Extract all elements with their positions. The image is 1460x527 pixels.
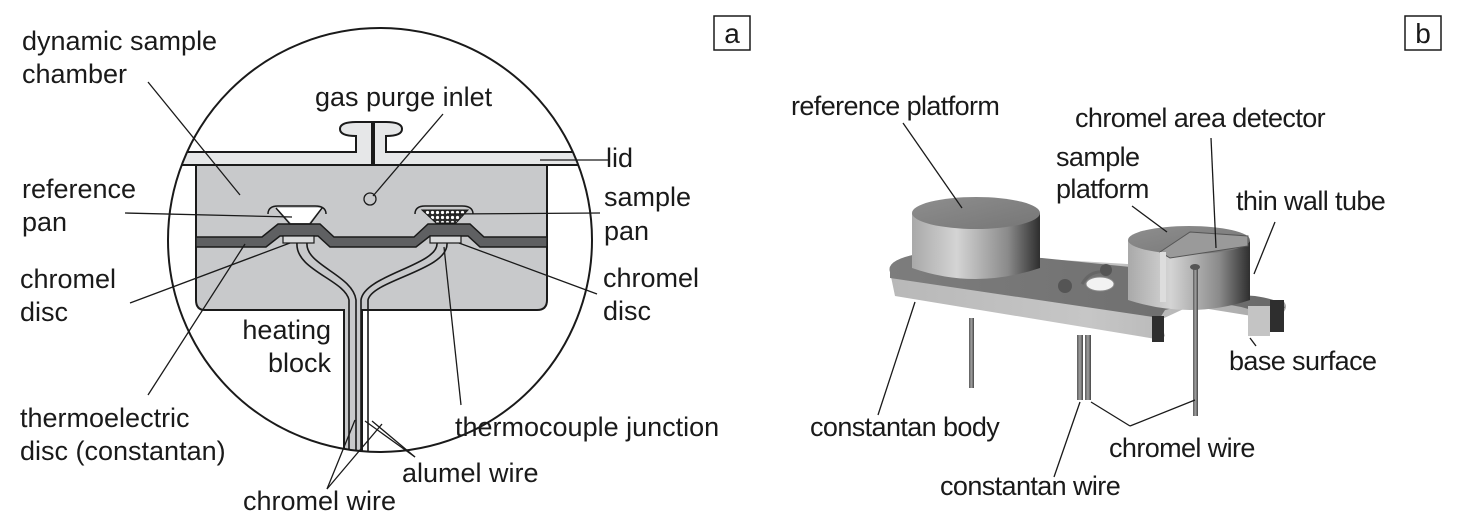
panel-a-letter: a xyxy=(724,18,740,49)
label-sample-platform-1: sample xyxy=(1056,142,1139,172)
label-chromel-disc-right-1: chromel xyxy=(603,263,699,293)
label-constantan-wire: constantan wire xyxy=(940,471,1120,501)
label-chromel-disc-left-1: chromel xyxy=(20,264,116,294)
label-thermoelectric-disc-2: disc (constantan) xyxy=(20,436,226,466)
label-chromel-disc-left-2: disc xyxy=(20,297,68,327)
label-alumel-wire: alumel wire xyxy=(402,458,539,488)
label-chromel-wire-a: chromel wire xyxy=(243,486,396,516)
chromel-area-detector xyxy=(1159,231,1249,259)
label-sample-pan-1: sample xyxy=(604,182,691,212)
lid-right xyxy=(373,121,592,166)
label-thermoelectric-disc-1: thermoelectric xyxy=(20,403,190,433)
label-dynamic-sample-chamber-1: dynamic sample xyxy=(22,26,217,56)
panel-b-letter: b xyxy=(1415,18,1431,49)
chromel-wire-3d xyxy=(1190,264,1200,416)
panel-b: b xyxy=(791,15,1442,501)
gas-purge-inlet-port xyxy=(363,192,377,206)
label-chromel-area-detector: chromel area detector xyxy=(1075,103,1326,133)
label-dynamic-sample-chamber-2: chamber xyxy=(22,59,127,89)
label-heating-block-1: heating xyxy=(242,315,331,345)
label-chromel-disc-right-2: disc xyxy=(603,296,651,326)
magnified-view-circle xyxy=(167,27,593,453)
leader-lines-b xyxy=(877,122,1276,478)
label-heating-block-2: block xyxy=(268,348,332,378)
sample-pan xyxy=(414,205,474,215)
sample-material xyxy=(420,209,470,224)
label-thin-wall-tube: thin wall tube xyxy=(1236,186,1385,216)
label-base-surface: base surface xyxy=(1229,346,1376,376)
dsc-cross-section xyxy=(168,121,592,452)
label-chromel-wire-b: chromel wire xyxy=(1109,433,1255,463)
chromel-disc-left xyxy=(282,235,315,244)
lid xyxy=(168,121,373,166)
reference-platform xyxy=(912,197,1040,279)
label-lid: lid xyxy=(606,143,633,173)
panel-a: a dynamic sample chamber gas purge inlet… xyxy=(20,15,751,516)
chromel-disc-right xyxy=(429,235,462,244)
panel-b-label-box xyxy=(1404,15,1442,51)
label-reference-pan-1: reference xyxy=(22,174,136,204)
panel-a-label-box xyxy=(713,15,751,51)
label-gas-purge-inlet: gas purge inlet xyxy=(315,82,493,112)
label-sample-pan-2: pan xyxy=(604,216,649,246)
label-sample-platform-2: platform xyxy=(1056,174,1149,204)
label-thermocouple-junction: thermocouple junction xyxy=(455,412,719,442)
sample-platform xyxy=(1128,226,1250,310)
label-reference-pan-2: pan xyxy=(22,207,67,237)
label-constantan-body: constantan body xyxy=(810,412,1000,442)
leader-lines-a xyxy=(124,81,608,490)
label-reference-platform: reference platform xyxy=(791,91,999,121)
reference-pan xyxy=(267,205,327,225)
reference-pan-interior xyxy=(277,208,321,223)
sensor-wires xyxy=(969,318,1091,400)
thermocouple-junction-3d xyxy=(1058,264,1115,293)
